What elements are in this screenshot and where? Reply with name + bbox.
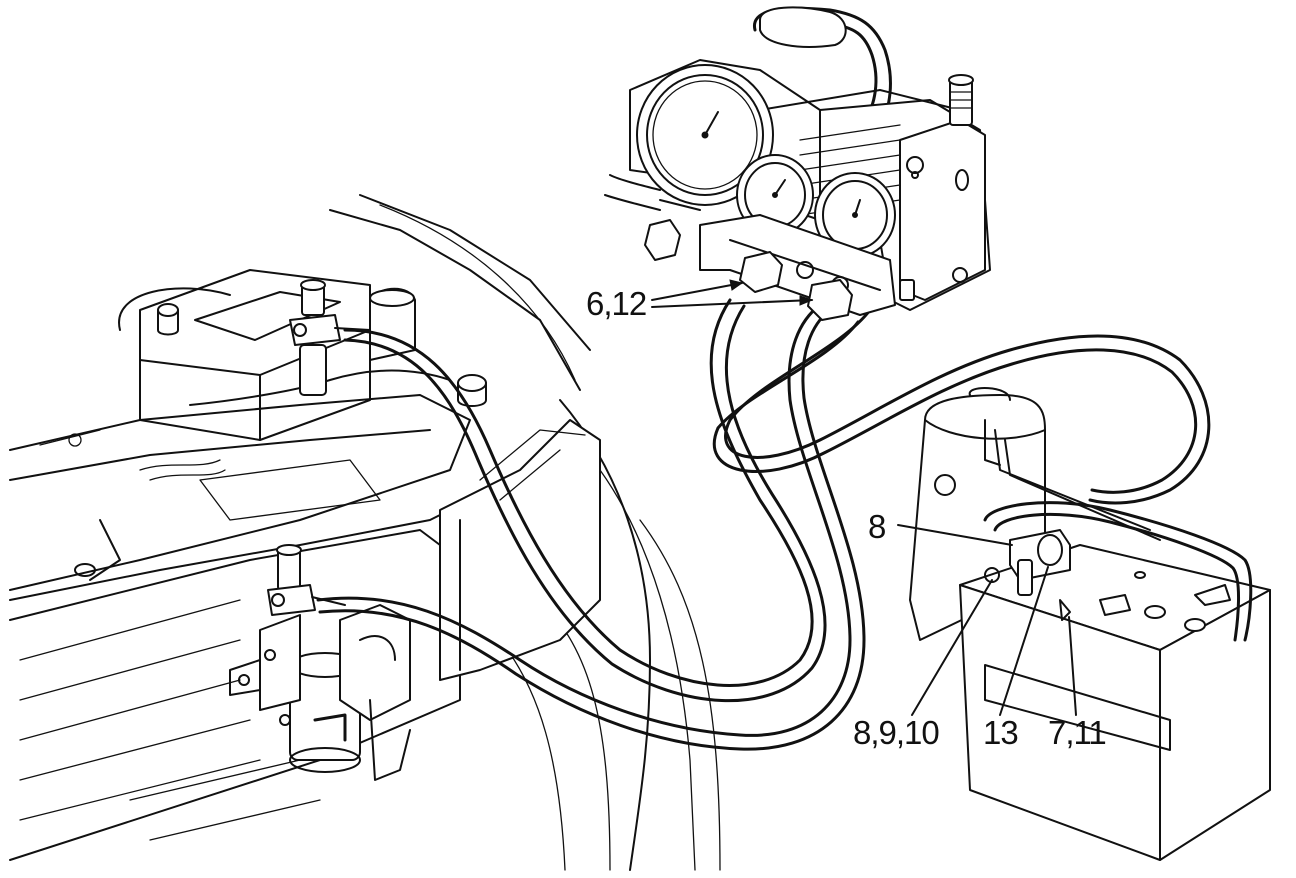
service-station (604, 6, 991, 321)
callout-6-12: 6,12 (586, 285, 647, 322)
callout-8-9-10: 8,9,10 (853, 714, 940, 751)
callout-7-11: 7,11 (1048, 714, 1107, 751)
leader-lines (651, 279, 1077, 716)
callout-8: 8 (868, 508, 886, 545)
callout-13: 13 (983, 714, 1019, 751)
service-battery (959, 501, 1271, 861)
engine-bay (9, 194, 721, 871)
hoses (316, 298, 1211, 751)
